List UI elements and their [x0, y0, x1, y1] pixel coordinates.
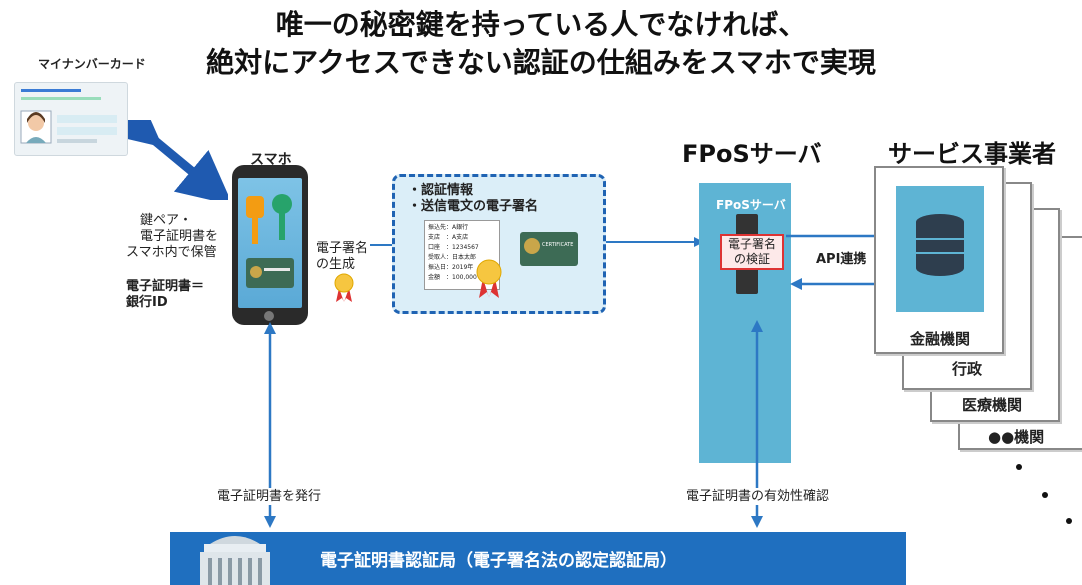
validity-check-label: 電子証明書の有効性確認 [683, 488, 833, 505]
validity-check-arrow [751, 320, 763, 528]
phone-note-2: 電子証明書を [140, 229, 219, 244]
certificate-text: CERTIFICATE [542, 242, 574, 248]
medal-icon [476, 259, 502, 298]
certificate-authority-bar [170, 532, 906, 585]
card-label-medical: 医療機関 [962, 396, 1023, 414]
doc-row: 支店 ：A支店 [428, 234, 469, 241]
doc-row: 受取人：日本太郎 [428, 254, 477, 261]
doc-row: 金額 ：100,000 [428, 274, 477, 281]
signature-verify-box: 電子署名 の検証 [720, 234, 784, 270]
phone-label: スマホ [250, 152, 292, 168]
certificate-card: CERTIFICATE [520, 232, 578, 266]
auth-info-item: ・認証情報 [408, 183, 474, 198]
certificate-seal-icon [524, 238, 540, 254]
phone-screen [238, 178, 302, 308]
phone-note-1: 鍵ペア・ [140, 213, 193, 228]
certificate-authority-label: 電子証明書認証局（電子署名法の認定認証局） [320, 551, 677, 571]
title-line-2: 絶対にアクセスできない認証の仕組みをスマホで実現 [206, 46, 876, 79]
transfer-document: 振込先：A銀行 支店 ：A支店 口座 ：1234567 受取人：日本太郎 振込日… [424, 220, 500, 290]
government-building-icon [200, 536, 270, 585]
id-card-icon [20, 89, 117, 144]
ellipsis-dot [1042, 492, 1048, 498]
card-label-others: ●●機関 [988, 428, 1045, 446]
ellipsis-dot [1066, 518, 1072, 524]
signature-generation-label-1: 電子署名 [316, 241, 369, 256]
issue-cert-label: 電子証明書を発行 [214, 488, 325, 505]
signature-generation-label-2: の生成 [316, 257, 356, 272]
my-number-card-image [14, 82, 128, 156]
cert-equals-label: 電子証明書＝ [126, 279, 205, 294]
card-label-finance: 金融機関 [910, 330, 971, 348]
issue-cert-arrow [264, 322, 276, 528]
message-to-server-arrow [606, 237, 704, 247]
card-phone-double-arrow [128, 120, 228, 200]
bank-id-label: 銀行ID [126, 295, 168, 310]
fpos-inner-label: FPoSサーバ [716, 198, 786, 212]
services-heading: サービス事業者 [888, 140, 1056, 168]
my-number-card-label: マイナンバーカード [38, 57, 146, 71]
doc-row: 振込先：A銀行 [428, 224, 469, 231]
verify-line-1: 電子署名 [727, 237, 776, 251]
phone-note-3: スマホ内で保管 [126, 245, 217, 260]
phone-to-message-line [370, 244, 396, 246]
title-line-1: 唯一の秘密鍵を持っている人でなければ、 [275, 8, 807, 41]
database-icon [916, 214, 964, 276]
doc-row: 口座 ：1234567 [428, 244, 479, 251]
page-title: 唯一の秘密鍵を持っている人でなければ、 絶対にアクセスできない認証の仕組みをスマ… [0, 6, 1082, 82]
fpos-heading: FPoSサーバ [682, 140, 822, 168]
finance-db-panel [896, 186, 984, 312]
ellipsis-dot [1016, 464, 1022, 470]
api-label: API連携 [816, 252, 867, 267]
verify-line-2: の検証 [733, 252, 770, 266]
card-label-government: 行政 [952, 360, 983, 378]
signature-item: ・送信電文の電子署名 [408, 199, 539, 214]
doc-row: 振込日：2019年 [428, 264, 474, 271]
phone-home-button [264, 311, 274, 321]
key-pair-icon [246, 194, 294, 288]
medal-icon [334, 273, 354, 302]
